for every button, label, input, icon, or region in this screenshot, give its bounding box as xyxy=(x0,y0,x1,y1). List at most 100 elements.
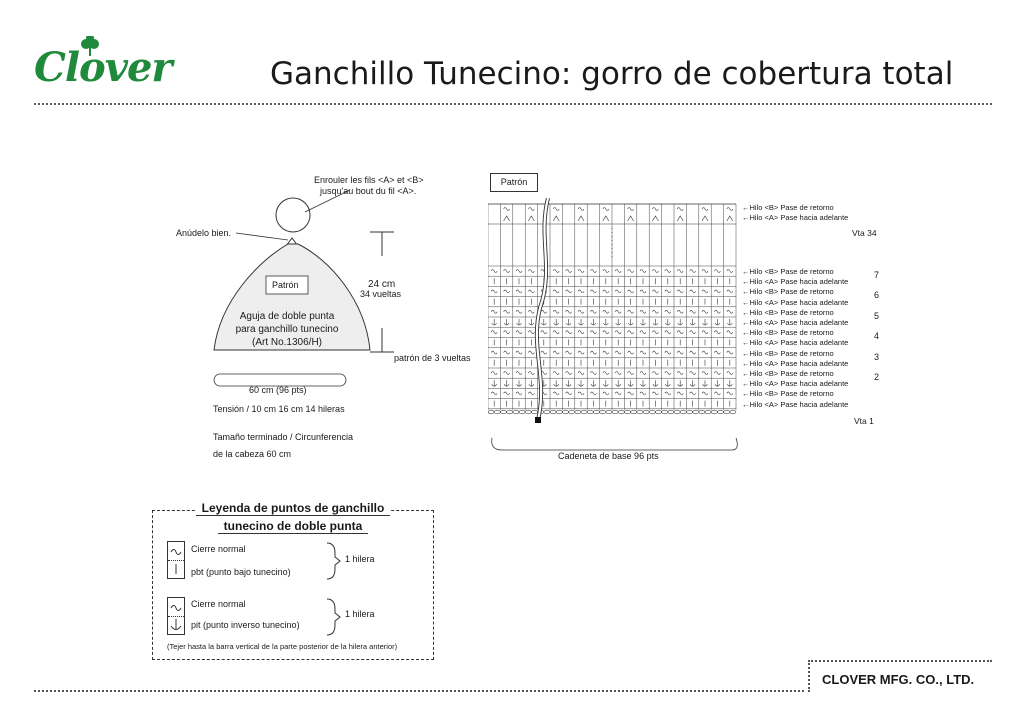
chart-symbol-tilde xyxy=(565,330,572,334)
chart-symbol-tilde xyxy=(726,269,734,273)
chart-symbol-tilde xyxy=(528,371,535,375)
chart-symbol-tilde xyxy=(714,310,721,314)
chart-symbol-purl-arc xyxy=(516,384,522,387)
chart-symbol-tilde xyxy=(503,310,510,314)
chart-chain-stitch xyxy=(580,409,588,415)
chart-symbol-tilde xyxy=(540,330,548,334)
chart-symbol-tilde xyxy=(490,350,498,355)
chart-symbol-tilde xyxy=(614,289,622,294)
legend-group1-top: Cierre normal xyxy=(191,544,246,554)
chart-symbol-tilde xyxy=(664,350,672,355)
chart-symbol-tilde xyxy=(602,310,610,314)
chart-symbol-tilde xyxy=(726,391,734,396)
chart-symbol-tilde xyxy=(552,310,560,314)
chart-symbol-tilde xyxy=(590,289,597,294)
chart-chain-stitch xyxy=(704,409,712,415)
chart-symbol-tilde xyxy=(714,289,721,294)
chart-symbol-tilde xyxy=(490,371,498,375)
chart-label-return-b: ←Hilo <B> Pase de retorno xyxy=(742,369,834,378)
chart-label-forward-a: ←Hilo <A> Pase hacia adelante xyxy=(742,297,849,307)
chart-symbol-tilde xyxy=(689,350,696,355)
chart-label-forward-a: ←Hilo <A> Pase hacia adelante xyxy=(742,277,849,287)
chart-symbol-tilde xyxy=(552,391,560,396)
chart-label-return-b: ←Hilo <B> Pase de retorno xyxy=(742,287,834,297)
chart-symbol-decrease xyxy=(726,215,734,222)
chart-pattern-label: Patrón xyxy=(490,173,538,192)
chart-symbol-purl-arc xyxy=(714,322,721,326)
chart-symbol-tilde xyxy=(627,391,634,396)
chart-symbol-tilde xyxy=(565,350,572,355)
chart-chain-stitch xyxy=(673,409,681,415)
trs-symbol-icon xyxy=(170,605,182,630)
page-title: Ganchillo Tunecino: gorro de cobertura t… xyxy=(270,56,954,92)
legend-group2-top: Cierre normal xyxy=(191,599,246,609)
chart-symbol-purl-arc xyxy=(491,322,497,326)
finished-line1: Tamaño terminado / Circunferencia xyxy=(213,432,354,442)
chart-symbol-tilde xyxy=(689,330,696,334)
chart-symbol-purl-arc xyxy=(578,384,584,387)
chart-symbol-tilde xyxy=(540,350,548,355)
chart-symbol-tilde xyxy=(515,350,523,355)
chart-symbol-tilde xyxy=(503,289,510,294)
chart-symbol-decrease xyxy=(652,215,659,222)
chart-symbol-tilde xyxy=(676,391,684,396)
width-label: 60 cm (96 pts) xyxy=(249,385,307,395)
group2-brace-icon xyxy=(326,598,341,636)
chart-chain-stitch xyxy=(512,409,520,415)
chart-chain-stitch xyxy=(636,409,644,415)
chart-symbol-decrease xyxy=(602,215,610,222)
chart-symbol-tilde xyxy=(639,391,647,396)
chart-chain-stitch xyxy=(667,409,675,415)
chart-symbol-tilde xyxy=(577,330,585,334)
chart-symbol-decrease xyxy=(528,215,535,222)
chart-symbol-tilde xyxy=(515,371,523,375)
chart-symbol-tilde xyxy=(552,371,560,375)
clover-leaf-icon xyxy=(81,36,99,56)
chart-symbol-tilde xyxy=(726,350,734,355)
chart-chain-stitch xyxy=(488,409,495,415)
chart-symbol-tilde xyxy=(528,350,535,355)
clover-logo: Clover xyxy=(34,36,174,92)
base-chain-bracket xyxy=(491,437,738,451)
chart-symbol-purl-arc xyxy=(714,384,721,387)
chart-symbol-tilde xyxy=(639,269,647,273)
chart-symbol-purl-arc xyxy=(603,322,609,326)
chart-chain-stitch xyxy=(692,409,699,415)
chart-symbol-tilde xyxy=(701,350,709,355)
chart-symbol-tilde xyxy=(676,371,684,375)
top-divider xyxy=(34,103,992,105)
chart-symbol-tilde xyxy=(652,350,659,355)
chart-bottom-row-label: Vta 1 xyxy=(854,416,874,426)
chart-symbol-tilde xyxy=(614,371,622,375)
chart-symbol-purl-arc xyxy=(665,322,671,326)
chart-symbol-tilde xyxy=(590,350,597,355)
chart-symbol-tilde xyxy=(590,269,597,273)
chart-chain-stitch xyxy=(605,409,613,415)
chart-chain-stitch xyxy=(729,409,737,415)
chart-symbol-purl-arc xyxy=(702,322,708,326)
chart-symbol-tilde xyxy=(676,207,684,211)
chart-symbol-tilde xyxy=(701,330,709,334)
chart-chain-stitch xyxy=(661,409,668,415)
chart-chain-stitch xyxy=(549,409,557,415)
needle-line-2: para ganchillo tunecino xyxy=(235,324,339,335)
chart-symbol-tilde xyxy=(701,269,709,273)
chart-symbol-tilde xyxy=(602,330,610,334)
chart-chain-stitch xyxy=(649,409,656,415)
chart-chain-stitch xyxy=(618,409,625,415)
chart-chain-stitch xyxy=(680,409,687,415)
chart-symbol-purl-arc xyxy=(553,384,559,387)
chart-chain-stitch xyxy=(698,409,706,415)
hat-pattern-label: Patrón xyxy=(272,280,299,290)
chart-symbol-tilde xyxy=(652,330,659,334)
chart-symbol-decrease xyxy=(503,215,510,222)
tss-symbol-icon xyxy=(170,549,182,574)
logo-text: Clover xyxy=(34,44,172,91)
chart-symbol-tilde xyxy=(565,310,572,314)
chart-chain-stitch xyxy=(723,409,730,415)
chart-symbol-tilde xyxy=(577,391,585,396)
chart-symbol-tilde xyxy=(577,269,585,273)
chart-symbol-tilde xyxy=(565,289,572,294)
chart-row-number: 7 xyxy=(874,270,880,280)
chart-symbol-tilde xyxy=(614,310,622,314)
